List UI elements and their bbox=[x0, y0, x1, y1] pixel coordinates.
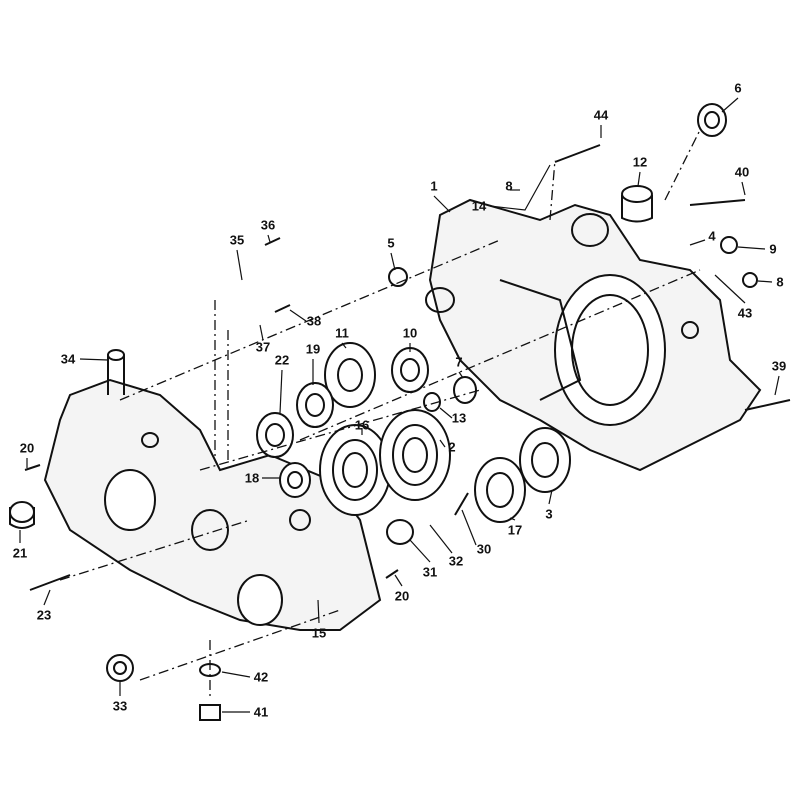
callout-12: 12 bbox=[632, 154, 648, 170]
callout-11: 11 bbox=[335, 325, 349, 341]
callout-19: 19 bbox=[305, 341, 321, 357]
callout-14: 14 bbox=[471, 198, 487, 214]
callout-33: 33 bbox=[112, 698, 128, 714]
callout-22: 22 bbox=[274, 352, 290, 368]
callout-3: 3 bbox=[545, 506, 553, 522]
callout-30: 30 bbox=[476, 541, 492, 557]
callout-16: 16 bbox=[354, 417, 370, 433]
callout-17: 17 bbox=[507, 522, 523, 538]
callout-42: 42 bbox=[253, 669, 269, 685]
right-crankcase-half bbox=[425, 198, 762, 472]
callout-21: 21 bbox=[12, 545, 28, 561]
callout-5: 5 bbox=[387, 235, 395, 251]
callout-41: 41 bbox=[253, 704, 269, 720]
callout-32: 32 bbox=[448, 553, 464, 569]
callout-1: 1 bbox=[430, 178, 438, 194]
callout-39: 39 bbox=[771, 358, 787, 374]
callout-43: 43 bbox=[737, 305, 753, 321]
callout-10: 10 bbox=[402, 325, 418, 341]
bolts bbox=[24, 144, 791, 591]
callout-20: 20 bbox=[19, 440, 35, 456]
callout-7: 7 bbox=[455, 354, 463, 370]
callout-44: 44 bbox=[593, 107, 609, 123]
callout-35: 35 bbox=[229, 232, 245, 248]
callout-15: 15 bbox=[311, 625, 327, 641]
callout-23: 23 bbox=[36, 607, 52, 623]
bearings bbox=[9, 103, 758, 721]
leader-lines bbox=[19, 97, 780, 713]
callout-4: 4 bbox=[708, 228, 716, 244]
callout-8: 8 bbox=[776, 274, 784, 290]
left-crankcase-half bbox=[43, 378, 382, 631]
callout-37: 37 bbox=[255, 339, 271, 355]
callout-9: 9 bbox=[769, 241, 777, 257]
callout-8: 8 bbox=[505, 178, 513, 194]
callout-31: 31 bbox=[422, 564, 438, 580]
alignment-lines bbox=[59, 129, 701, 700]
callout-6: 6 bbox=[734, 80, 742, 96]
callout-40: 40 bbox=[734, 164, 750, 180]
callout-13: 13 bbox=[451, 410, 467, 426]
callout-38: 38 bbox=[306, 313, 322, 329]
callout-20: 20 bbox=[394, 588, 410, 604]
callout-36: 36 bbox=[260, 217, 276, 233]
callout-34: 34 bbox=[60, 351, 76, 367]
callout-18: 18 bbox=[244, 470, 260, 486]
callout-2: 2 bbox=[448, 439, 456, 455]
